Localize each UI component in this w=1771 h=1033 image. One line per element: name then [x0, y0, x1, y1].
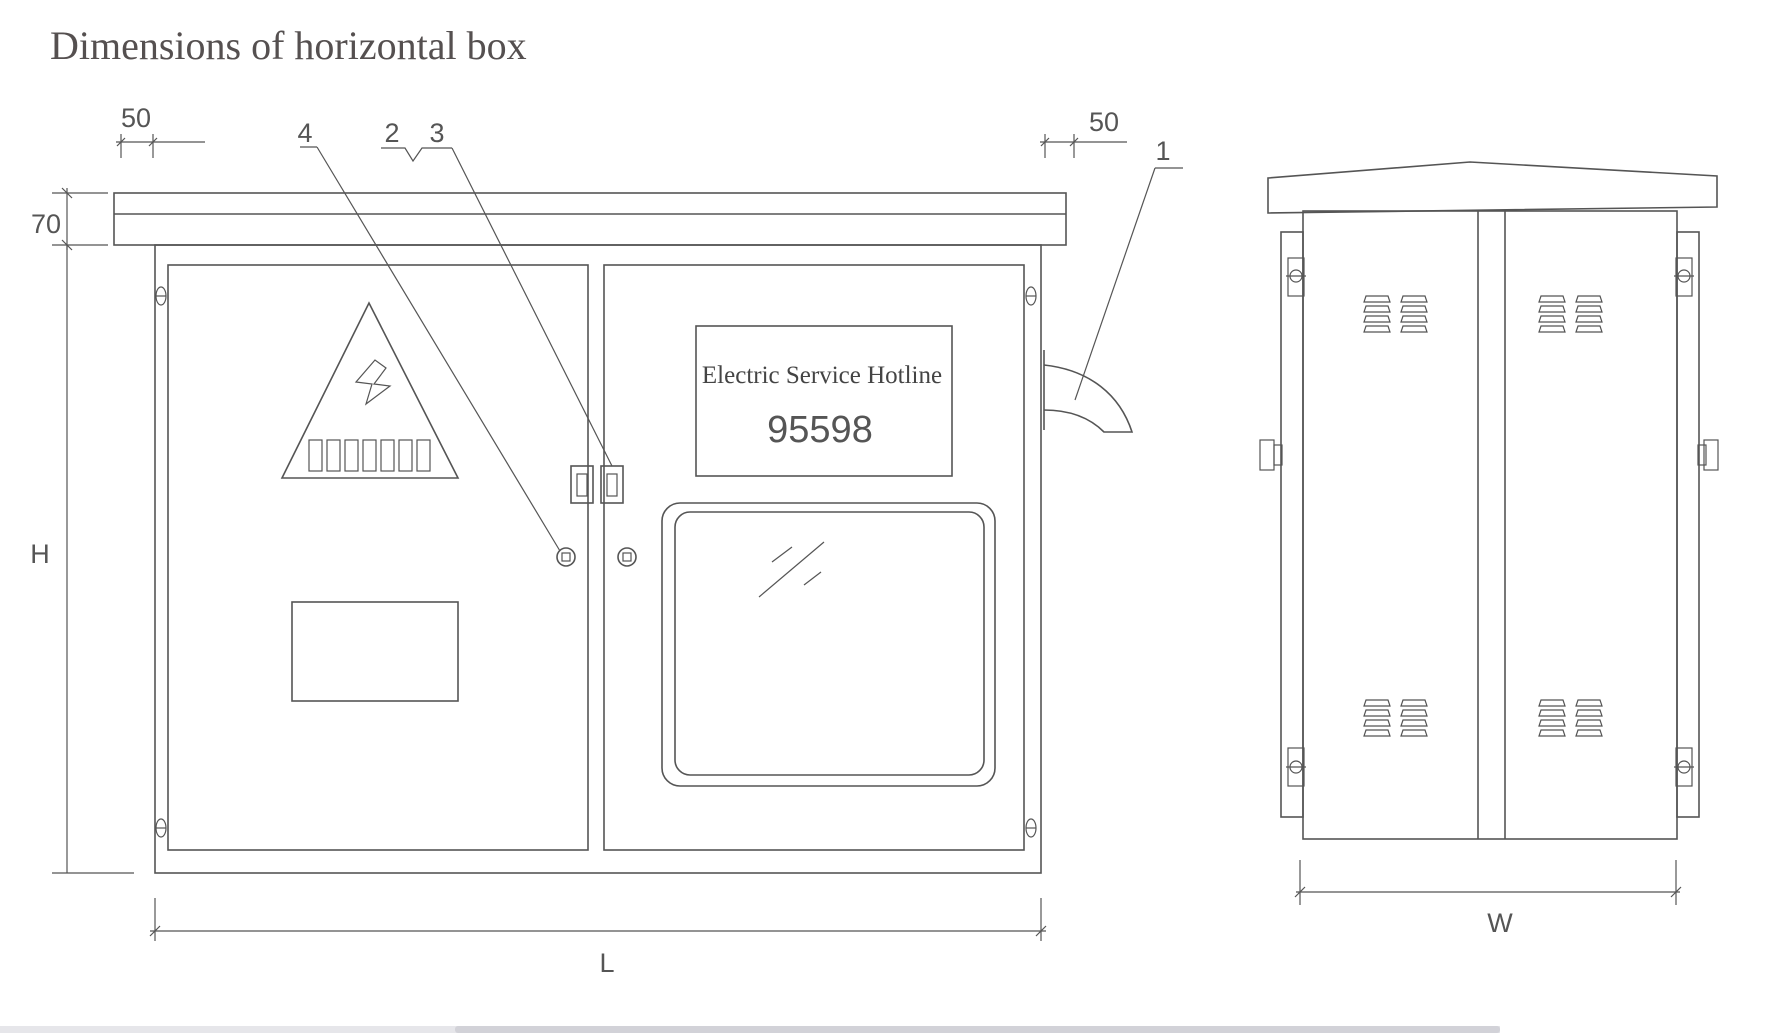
cable-outlet	[1043, 350, 1134, 433]
cabinet-body	[154, 244, 1042, 874]
left-door	[167, 264, 589, 851]
right-door	[603, 264, 1025, 851]
dimension-length: L	[599, 948, 614, 978]
callout-3: 3	[429, 118, 444, 148]
dimension-height: H	[30, 539, 50, 569]
lightning-bolt-icon	[354, 359, 392, 406]
side-latch	[1259, 439, 1719, 471]
side-flange-right	[1676, 231, 1700, 818]
door-hinge-icon	[155, 286, 1037, 838]
callout-2: 2	[384, 118, 399, 148]
side-flange-left	[1280, 231, 1304, 818]
roof	[113, 192, 1067, 246]
door-hinge-icon	[1286, 257, 1694, 787]
meter-window-frame	[661, 502, 996, 787]
dimension-top-right: 50	[1089, 107, 1119, 137]
callouts: 1 2 3 4	[297, 118, 1183, 552]
dimension-top-left: 50	[121, 103, 151, 133]
side-body	[1302, 210, 1678, 840]
drawing-title: Dimensions of horizontal box	[50, 23, 527, 68]
scrollbar-thumb[interactable]	[455, 1026, 1500, 1033]
side-roof	[1267, 161, 1718, 214]
glass-reflection-icon	[758, 541, 825, 598]
dimension-roof: 70	[31, 209, 61, 239]
front-dimensions: 50 50 70 H L	[30, 103, 1127, 978]
meter-window-glass	[674, 511, 985, 776]
hotline-sign-number: 95598	[767, 409, 873, 451]
louver-vent-icon	[1363, 295, 1603, 737]
side-view: W	[1259, 161, 1719, 938]
dimension-width: W	[1487, 908, 1513, 938]
door-handle	[570, 465, 624, 504]
hotline-sign	[695, 325, 953, 477]
side-dimensions: W	[1294, 860, 1682, 938]
door-lock-icon	[556, 547, 637, 567]
callout-1: 1	[1155, 136, 1170, 166]
label-plate	[291, 601, 459, 702]
hotline-sign-title: Electric Service Hotline	[702, 362, 942, 389]
callout-4: 4	[297, 118, 312, 148]
high-voltage-warning-triangle-icon	[280, 301, 460, 479]
front-view: Electric Service Hotline 95598	[113, 192, 1134, 874]
